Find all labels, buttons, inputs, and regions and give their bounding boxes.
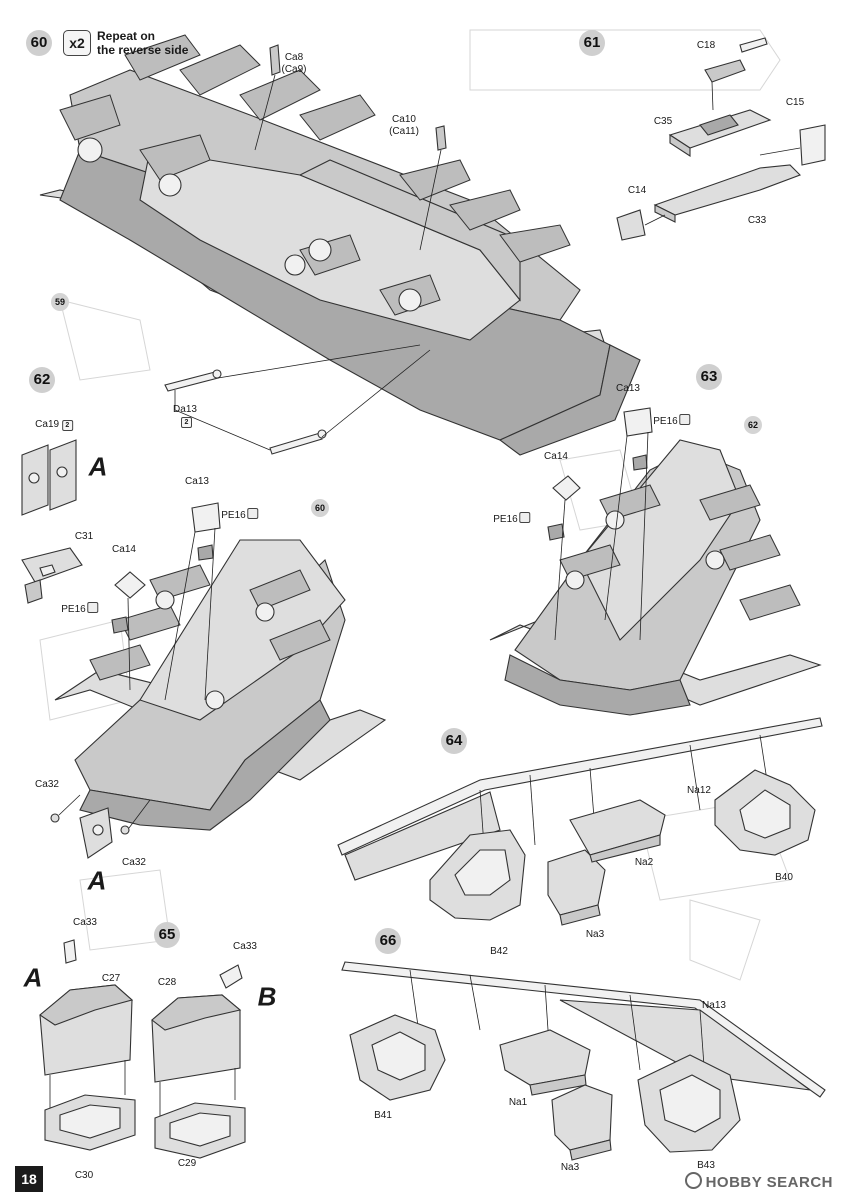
label-ca9: (Ca9): [281, 64, 307, 75]
step-65-boxes: [39, 939, 246, 1159]
label-s63-pe16-upper: PE16: [653, 414, 691, 428]
label-b40: B40: [775, 872, 793, 883]
ref-step-59: 59: [51, 293, 69, 311]
label-c30: C30: [74, 1170, 94, 1181]
photo-etch-icon: [87, 602, 99, 613]
step-63-number: 63: [696, 364, 722, 390]
magnifier-icon: [684, 1172, 702, 1189]
label-na1: Na1: [508, 1097, 528, 1108]
label-b43: B43: [697, 1160, 715, 1171]
label-s62-pe16-lower: PE16: [61, 602, 99, 616]
step-64-number: 64: [441, 728, 467, 754]
ref-step-60: 60: [311, 499, 329, 517]
label-ca11: (Ca11): [389, 126, 419, 137]
label-s62-pe16-lower-text: PE16: [61, 604, 86, 615]
label-b42: B42: [490, 946, 508, 957]
label-ca32-left: Ca32: [35, 779, 59, 790]
suspension-arms-63: [559, 484, 801, 621]
step-60-note-line2: the reverse side: [97, 43, 189, 57]
step-60-hull: [39, 34, 641, 456]
label-ca8: Ca8: [284, 52, 304, 63]
label-s63-ca13: Ca13: [616, 383, 640, 394]
step-65-number: 65: [154, 922, 180, 948]
label-ca33-left: Ca33: [73, 917, 97, 928]
watermark-text: HOBBY SEARCH: [705, 1174, 833, 1191]
photo-etch-icon: [679, 414, 691, 425]
step-60-number: 60: [26, 30, 52, 56]
label-c18: C18: [696, 40, 716, 51]
label-c33: C33: [747, 215, 767, 226]
watermark: HOBBY SEARCH: [684, 1172, 833, 1191]
step-66-fenders: [341, 961, 826, 1161]
label-na2: Na2: [634, 857, 654, 868]
step-62-number: 62: [29, 367, 55, 393]
letter-b-step65: B: [257, 981, 277, 1012]
label-c35: C35: [653, 116, 673, 127]
letter-a-step62-top: A: [88, 451, 108, 482]
label-ca19-text: Ca19: [35, 419, 60, 430]
label-da13-multiplier: 2: [181, 417, 192, 428]
label-s63-pe16-upper-text: PE16: [653, 416, 678, 427]
label-b41: B41: [374, 1110, 392, 1121]
step-64-fenders: [337, 717, 823, 926]
step-60-note: Repeat on the reverse side: [97, 29, 188, 57]
step-62-assembly: [21, 439, 387, 859]
step-66-number: 66: [375, 928, 401, 954]
label-s62-pe16-upper: PE16: [221, 508, 259, 522]
step-60-note-line1: Repeat on: [97, 29, 156, 43]
photo-etch-icon: [519, 512, 531, 523]
label-da13: Da13: [173, 404, 197, 415]
label-na3-step64: Na3: [585, 929, 605, 940]
label-c31: C31: [74, 531, 94, 542]
suspension-arms-62: [89, 564, 331, 710]
suspension-arms-60: [59, 34, 571, 316]
label-ca33-right: Ca33: [233, 941, 257, 952]
label-c15: C15: [785, 97, 805, 108]
label-c28: C28: [157, 977, 177, 988]
label-na13: Na13: [702, 1000, 726, 1011]
label-s63-ca14: Ca14: [544, 451, 568, 462]
letter-a-step65: A: [23, 962, 43, 993]
label-c14: C14: [627, 185, 647, 196]
step-61-number: 61: [579, 30, 605, 56]
label-na3-step66: Na3: [560, 1162, 580, 1173]
letter-a-step62-bottom: A: [87, 865, 107, 896]
label-s63-pe16-lower-text: PE16: [493, 514, 518, 525]
label-ca19-multiplier: 2: [61, 420, 73, 431]
ref-step-62: 62: [744, 416, 762, 434]
label-c27: C27: [101, 973, 121, 984]
photo-etch-icon: [247, 508, 259, 519]
label-s62-ca14: Ca14: [112, 544, 136, 555]
step-61-crank: [616, 37, 826, 241]
step-63-assembly: [489, 407, 822, 716]
label-c29: C29: [177, 1158, 197, 1169]
label-na12: Na12: [687, 785, 711, 796]
page-number: 18: [15, 1166, 43, 1192]
label-ca32-right: Ca32: [122, 857, 146, 868]
label-s62-pe16-upper-text: PE16: [221, 510, 246, 521]
label-ca10: Ca10: [392, 114, 416, 125]
label-s63-pe16-lower: PE16: [493, 512, 531, 526]
label-s62-ca13: Ca13: [185, 476, 209, 487]
step-60-multiplier: x2: [63, 30, 91, 56]
label-ca19: Ca19 2: [35, 419, 73, 431]
